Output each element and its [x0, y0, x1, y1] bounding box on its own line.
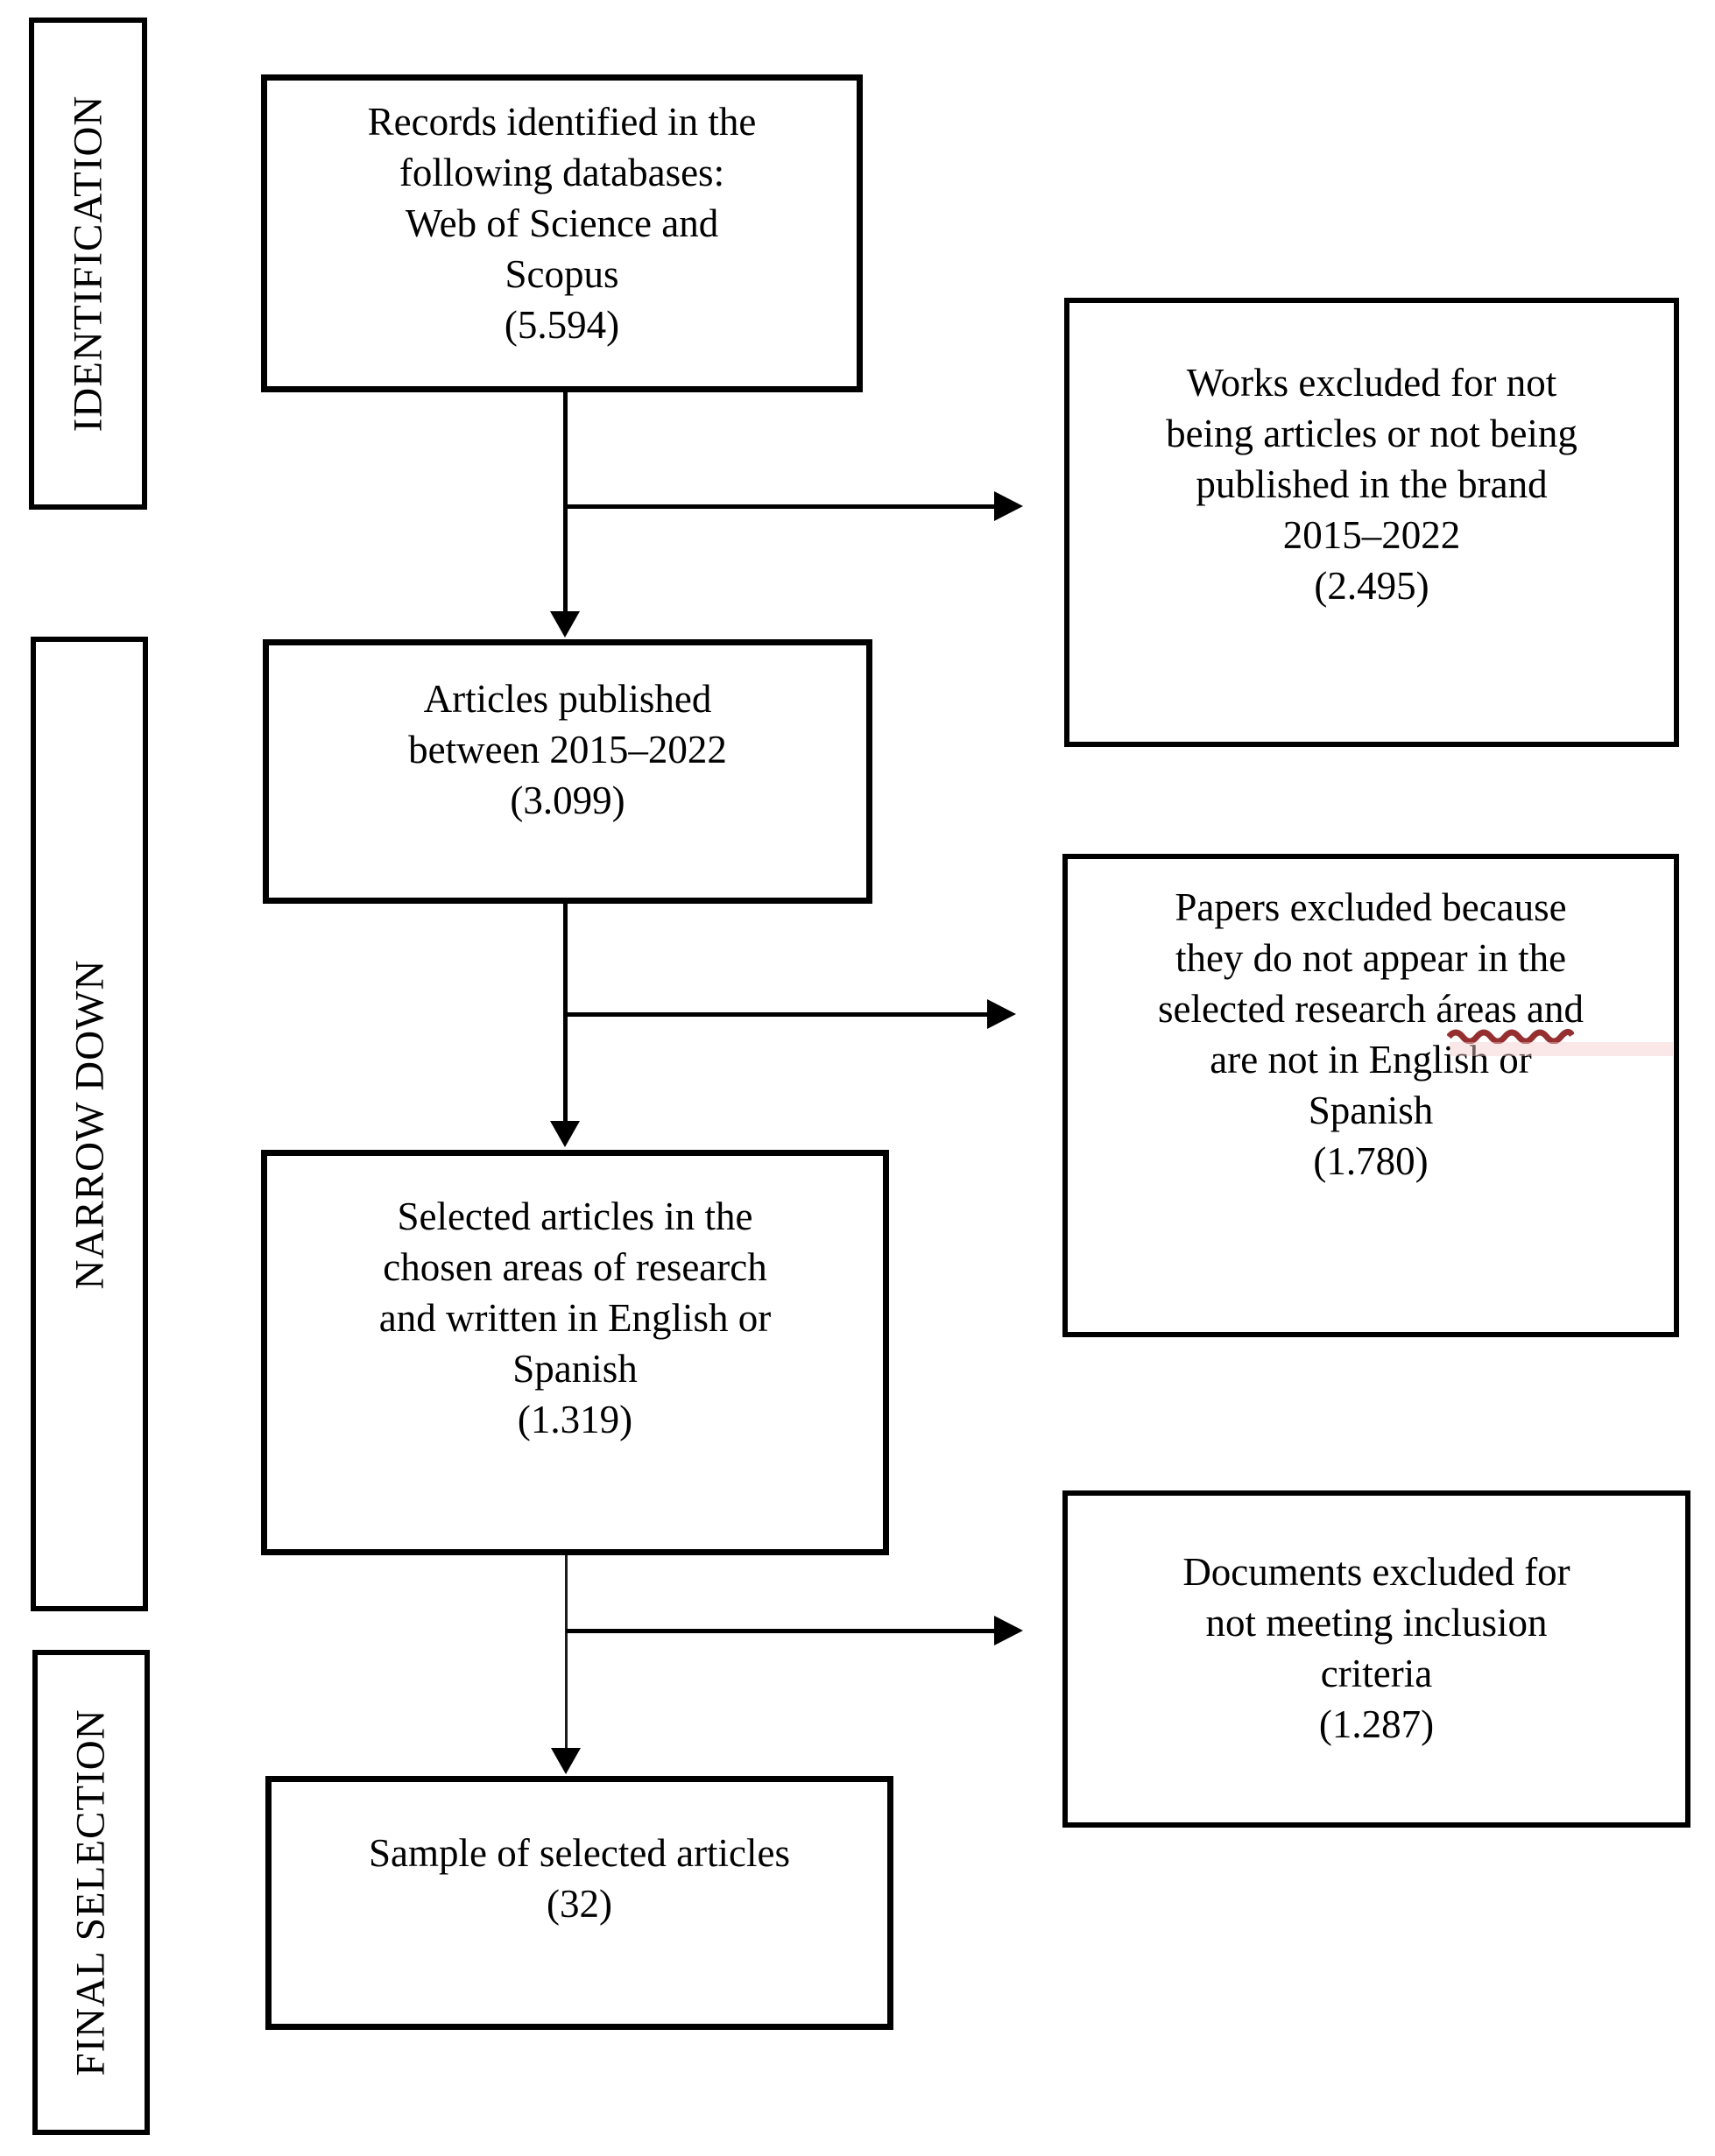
flow-box-final-sample: Sample of selected articles (32) — [265, 1776, 893, 2030]
exclusion-box-inclusion-criteria-text: Documents excluded for not meeting inclu… — [1182, 1550, 1570, 1746]
connector-articles-to-selected-arrowhead-icon — [550, 1121, 580, 1147]
stage-box-narrow-down: NARROW DOWN — [31, 637, 148, 1611]
connector-selected-to-sample-line — [565, 1555, 568, 1750]
branch-to-papers-excluded-line — [565, 1012, 987, 1017]
branch-to-documents-excluded-line — [566, 1629, 994, 1633]
flow-box-articles-published: Articles published between 2015–2022 (3.… — [263, 639, 872, 904]
stage-label-narrow-down: NARROW DOWN — [67, 959, 113, 1289]
branch-to-documents-excluded-arrowhead-icon — [994, 1616, 1023, 1645]
stage-box-identification: IDENTIFICATION — [29, 18, 147, 510]
exclusion-box-inclusion-criteria: Documents excluded for not meeting inclu… — [1062, 1490, 1690, 1828]
flow-box-final-sample-text: Sample of selected articles (32) — [368, 1831, 791, 1926]
stage-box-final-selection: FINAL SELECTION — [32, 1650, 150, 2135]
spellcheck-smear-artifact — [1450, 1042, 1673, 1056]
spellcheck-scribble-mark — [1447, 1029, 1574, 1044]
stage-label-identification: IDENTIFICATION — [65, 95, 111, 433]
exclusion-box-research-areas-text: Papers excluded because they do not appe… — [1158, 885, 1584, 1183]
exclusion-box-not-articles-text: Works excluded for not being articles or… — [1166, 361, 1577, 608]
stage-label-final-selection: FINAL SELECTION — [68, 1709, 115, 2076]
branch-to-works-excluded-line — [565, 504, 994, 509]
connector-selected-to-sample-arrowhead-icon — [551, 1748, 581, 1774]
flow-box-selected-articles-text: Selected articles in the chosen areas of… — [378, 1194, 772, 1441]
connector-records-to-articles-line — [563, 392, 568, 613]
branch-to-works-excluded-arrowhead-icon — [994, 491, 1023, 521]
exclusion-box-not-articles: Works excluded for not being articles or… — [1064, 298, 1679, 747]
flow-box-selected-articles: Selected articles in the chosen areas of… — [261, 1150, 889, 1555]
connector-records-to-articles-arrowhead-icon — [550, 611, 580, 638]
exclusion-box-research-areas: Papers excluded because they do not appe… — [1062, 854, 1679, 1337]
branch-to-papers-excluded-arrowhead-icon — [987, 999, 1016, 1029]
flow-box-articles-published-text: Articles published between 2015–2022 (3.… — [408, 677, 727, 822]
flow-box-records-identified-text: Records identified in the following data… — [367, 100, 757, 347]
flow-box-records-identified: Records identified in the following data… — [261, 74, 863, 392]
